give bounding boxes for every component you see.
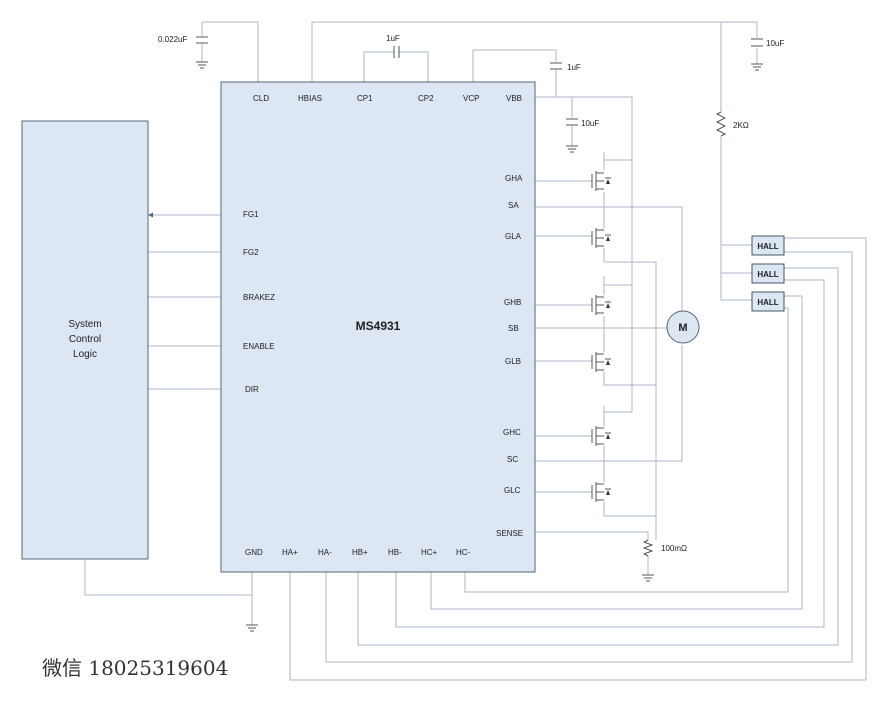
pin-fg1: FG1 — [243, 210, 259, 219]
pin-sa: SA — [508, 201, 519, 210]
pin-gla: GLA — [505, 232, 522, 241]
pin-ha-plus: HA+ — [282, 548, 298, 557]
pin-hc-plus: HC+ — [421, 548, 438, 557]
motor-label: M — [678, 322, 687, 334]
controller-label-2: Control — [69, 334, 101, 345]
pin-cp1: CP1 — [357, 94, 373, 103]
pin-brakez: BRAKEZ — [243, 293, 275, 302]
watermark: 微信 18025319604 — [42, 656, 229, 680]
pin-gnd: GND — [245, 548, 263, 557]
controller-label-1: System — [68, 319, 101, 330]
fg1-arrow-icon — [148, 212, 153, 218]
hall-sensor-2 — [751, 263, 785, 284]
hall-sensor-3 — [751, 291, 785, 312]
vbb-capacitor-icon — [566, 118, 578, 126]
pin-hb-plus: HB+ — [352, 548, 368, 557]
supply-capacitor-icon — [751, 38, 763, 47]
cld-capacitor-icon — [196, 36, 208, 44]
pin-ha-minus: HA- — [318, 548, 332, 557]
controller-label-3: Logic — [73, 349, 97, 360]
chip-name: MS4931 — [356, 319, 401, 333]
cp-cap-label: 1uF — [386, 34, 400, 43]
pin-hb-minus: HB- — [388, 548, 402, 557]
controller-block — [21, 120, 149, 560]
supply-cap-label: 10uF — [766, 39, 784, 48]
pin-ghb: GHB — [504, 298, 521, 307]
hall-label-1: HALL — [757, 242, 778, 251]
ground-icon — [196, 61, 763, 632]
pin-hc-minus: HC- — [456, 548, 471, 557]
cp-capacitor-icon — [393, 46, 400, 58]
pin-sc: SC — [507, 455, 518, 464]
sense-res-label: 100mΩ — [661, 544, 687, 553]
pin-glc: GLC — [504, 486, 521, 495]
pin-cld: CLD — [253, 94, 269, 103]
pullup-label: 2KΩ — [733, 121, 749, 130]
vcp-capacitor-icon — [550, 62, 562, 70]
pin-dir: DIR — [245, 385, 259, 394]
mosfet-icon — [591, 171, 611, 502]
pin-vcp: VCP — [463, 94, 479, 103]
pin-enable: ENABLE — [243, 342, 275, 351]
sense-resistor-icon — [642, 539, 654, 557]
pin-vbb: VBB — [506, 94, 522, 103]
pin-sb: SB — [508, 324, 519, 333]
pullup-resistor-icon — [715, 111, 727, 137]
hall-label-3: HALL — [757, 298, 778, 307]
pin-sense: SENSE — [496, 529, 523, 538]
pin-ghc: GHC — [503, 428, 521, 437]
vbb-cap-label: 10uF — [581, 119, 599, 128]
pin-fg2: FG2 — [243, 248, 259, 257]
hall-label-2: HALL — [757, 270, 778, 279]
chip-block — [220, 81, 536, 573]
pin-hbias: HBIAS — [298, 94, 322, 103]
vcp-cap-label: 1uF — [567, 63, 581, 72]
hall-sensor-1 — [751, 235, 785, 256]
pin-glb: GLB — [505, 357, 521, 366]
pin-cp2: CP2 — [418, 94, 434, 103]
cld-cap-label: 0.022uF — [158, 35, 187, 44]
motor-icon — [666, 310, 700, 344]
wires — [84, 21, 867, 681]
pin-gha: GHA — [505, 174, 523, 183]
